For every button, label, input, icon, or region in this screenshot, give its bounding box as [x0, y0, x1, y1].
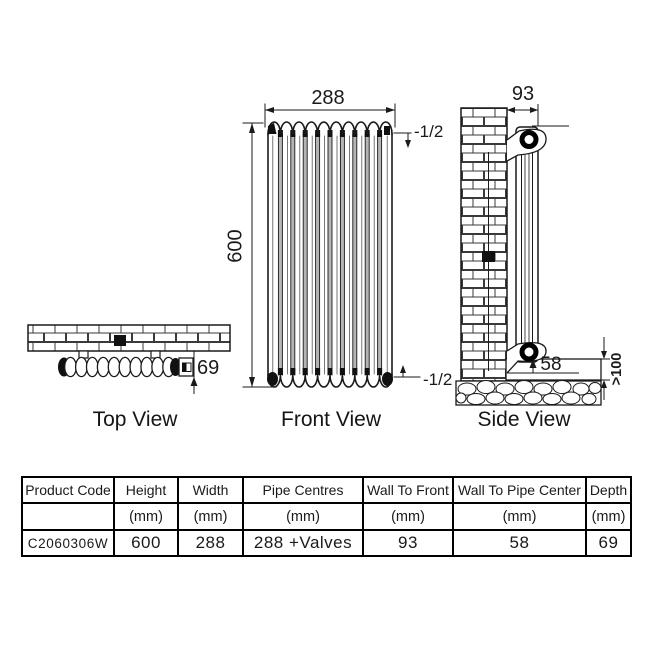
- floor-slab: [505, 358, 602, 381]
- front-tapping-top: -1/2: [393, 122, 443, 148]
- spec-table-value: 93: [362, 529, 454, 557]
- side-view-caption: Side View: [477, 408, 571, 431]
- front-tapping-bottom: -1/2: [393, 365, 452, 389]
- pipe-boss-bottom: [519, 342, 539, 362]
- spec-table-unit: (mm): [113, 502, 179, 531]
- radiator-front: [267, 121, 393, 388]
- product-code-cell: C2060306W: [21, 529, 115, 557]
- spec-table-unit: (mm): [452, 502, 587, 531]
- spec-table: Product Code Height Width Pipe Centres W…: [21, 476, 632, 557]
- spec-table-header: Height: [113, 476, 179, 504]
- spec-table-value: 600: [113, 529, 179, 557]
- radiator-front-top-scallops: [267, 121, 393, 135]
- wall-bracket-top: [506, 125, 569, 162]
- front-width-dimension: 288: [264, 87, 396, 128]
- side-wall-to-front-dim: 93: [512, 83, 534, 105]
- spec-table-value: 288 +Valves: [242, 529, 364, 557]
- front-view: 288 600: [224, 87, 452, 431]
- spec-table-header: Product Code: [21, 476, 115, 504]
- spec-table-value-row: C2060306W 600 288 288 +Valves 93 58 69: [21, 529, 632, 557]
- spec-table-header: Depth: [585, 476, 632, 504]
- top-depth-dimension: 69: [186, 350, 219, 394]
- spec-table-header: Pipe Centres: [242, 476, 364, 504]
- side-wall-to-pipe-dimension: 58: [507, 354, 579, 375]
- front-end-cap-top-right: [384, 126, 390, 135]
- spec-table-value: 288: [177, 529, 244, 557]
- spec-table-unit: (mm): [242, 502, 364, 531]
- front-view-caption: Front View: [281, 408, 382, 431]
- front-tapping-top-dim: -1/2: [414, 122, 443, 141]
- spec-table-unit: [21, 502, 115, 531]
- spec-table-header: Wall To Front: [362, 476, 454, 504]
- radiator-front-junctions: [272, 130, 388, 376]
- top-view: 69 Top View: [27, 324, 231, 431]
- side-view-wall-fixing: [482, 251, 495, 262]
- spec-table-value: 69: [585, 529, 632, 557]
- front-height-dimension: 600: [224, 122, 277, 388]
- side-view: 93 58 >100: [455, 83, 625, 431]
- spec-table-header-row: Product Code Height Width Pipe Centres W…: [21, 476, 632, 504]
- top-view-wall-fixing: [114, 335, 126, 346]
- foundation-stones: [455, 380, 602, 406]
- top-view-caption: Top View: [93, 408, 179, 431]
- top-view-brick-wall: [27, 324, 231, 352]
- spec-table-header: Width: [177, 476, 244, 504]
- side-floor-clearance-dim: >100: [609, 353, 625, 386]
- wall-bracket-bottom: [506, 341, 547, 374]
- side-wall-to-front-dimension: 93: [507, 83, 539, 126]
- spec-table-header: Wall To Pipe Center: [452, 476, 587, 504]
- spec-table-unit: (mm): [177, 502, 244, 531]
- front-height-dim: 600: [224, 229, 246, 262]
- spec-table-unit: (mm): [585, 502, 632, 531]
- front-tapping-bottom-dim: -1/2: [423, 370, 452, 389]
- side-wall-to-pipe-dim: 58: [540, 354, 561, 375]
- top-depth-dim: 69: [197, 357, 219, 379]
- front-width-dim: 288: [311, 87, 344, 109]
- front-end-cap-top-left: [268, 123, 277, 134]
- spec-table-unit: (mm): [362, 502, 454, 531]
- spec-table-value: 58: [452, 529, 587, 557]
- side-view-brick-wall: [460, 107, 508, 382]
- front-end-cap-bottom-right: [382, 372, 393, 386]
- front-end-cap-bottom-left: [267, 372, 278, 386]
- pipe-boss-top: [519, 130, 539, 149]
- radiator-top: [58, 356, 194, 378]
- spec-table-units-row: (mm) (mm) (mm) (mm) (mm) (mm): [21, 502, 632, 531]
- radiator-front-bottom-scallops: [267, 374, 393, 388]
- side-floor-clearance-dimension: >100: [601, 337, 625, 400]
- radiator-side: [515, 126, 539, 363]
